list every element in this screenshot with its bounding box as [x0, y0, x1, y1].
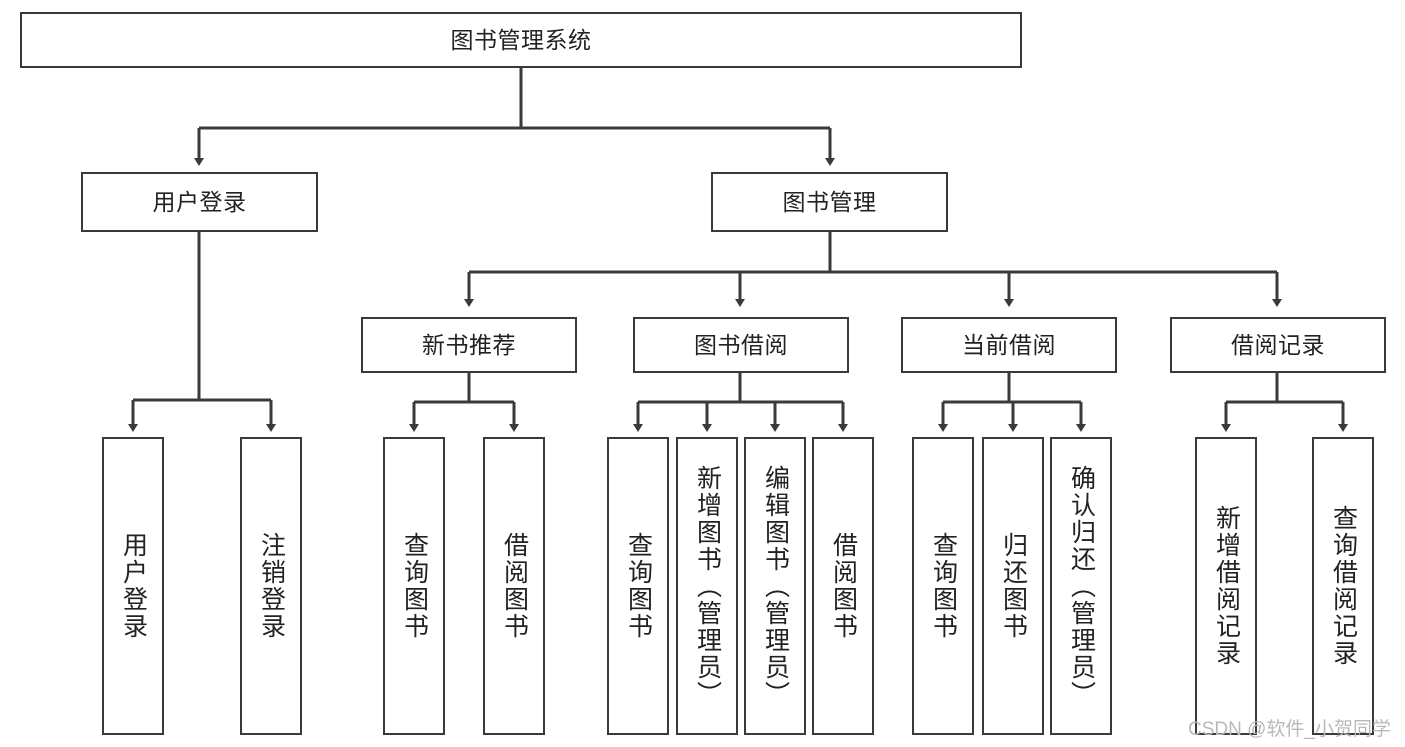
node-leaf-user-logout[interactable]: 注销登录 — [240, 437, 302, 735]
node-leaf-query-book-1[interactable]: 查询图书 — [383, 437, 445, 735]
node-leaf-edit-book-label: 编辑图书（管理员） — [761, 464, 790, 708]
node-leaf-confirm-return-label: 确认归还（管理员） — [1067, 464, 1096, 708]
node-root-label: 图书管理系统 — [450, 26, 592, 53]
node-leaf-borrow-book-1-label: 借阅图书 — [500, 532, 529, 640]
node-new-book-recommend[interactable]: 新书推荐 — [361, 317, 577, 373]
node-leaf-add-record-label: 新增借阅记录 — [1212, 505, 1241, 667]
node-current-borrow-label: 当前借阅 — [962, 331, 1056, 358]
node-leaf-user-login-label: 用户登录 — [119, 532, 148, 640]
node-book-borrow[interactable]: 图书借阅 — [633, 317, 849, 373]
node-new-book-recommend-label: 新书推荐 — [422, 331, 516, 358]
node-leaf-borrow-book-2-label: 借阅图书 — [829, 532, 858, 640]
node-book-manage-label: 图书管理 — [782, 188, 877, 215]
node-leaf-query-book-1-label: 查询图书 — [400, 532, 429, 640]
node-leaf-user-login[interactable]: 用户登录 — [102, 437, 164, 735]
node-leaf-add-book[interactable]: 新增图书（管理员） — [676, 437, 738, 735]
node-leaf-query-book-3-label: 查询图书 — [929, 532, 958, 640]
node-leaf-borrow-book-1[interactable]: 借阅图书 — [483, 437, 545, 735]
node-book-borrow-label: 图书借阅 — [694, 331, 788, 358]
node-leaf-query-book-2[interactable]: 查询图书 — [607, 437, 669, 735]
node-user-login[interactable]: 用户登录 — [81, 172, 318, 232]
node-borrow-record[interactable]: 借阅记录 — [1170, 317, 1386, 373]
node-borrow-record-label: 借阅记录 — [1231, 331, 1325, 358]
node-leaf-return-book[interactable]: 归还图书 — [982, 437, 1044, 735]
node-leaf-query-book-2-label: 查询图书 — [624, 532, 653, 640]
node-user-login-label: 用户登录 — [152, 188, 247, 215]
node-leaf-borrow-book-2[interactable]: 借阅图书 — [812, 437, 874, 735]
node-current-borrow[interactable]: 当前借阅 — [901, 317, 1117, 373]
node-leaf-query-record[interactable]: 查询借阅记录 — [1312, 437, 1374, 735]
node-leaf-query-record-label: 查询借阅记录 — [1329, 505, 1358, 667]
node-leaf-return-book-label: 归还图书 — [999, 532, 1028, 640]
node-leaf-add-book-label: 新增图书（管理员） — [693, 464, 722, 708]
node-leaf-query-book-3[interactable]: 查询图书 — [912, 437, 974, 735]
node-leaf-confirm-return[interactable]: 确认归还（管理员） — [1050, 437, 1112, 735]
node-leaf-add-record[interactable]: 新增借阅记录 — [1195, 437, 1257, 735]
node-book-manage[interactable]: 图书管理 — [711, 172, 948, 232]
node-leaf-user-logout-label: 注销登录 — [257, 532, 286, 640]
node-root[interactable]: 图书管理系统 — [20, 12, 1022, 68]
node-leaf-edit-book[interactable]: 编辑图书（管理员） — [744, 437, 806, 735]
